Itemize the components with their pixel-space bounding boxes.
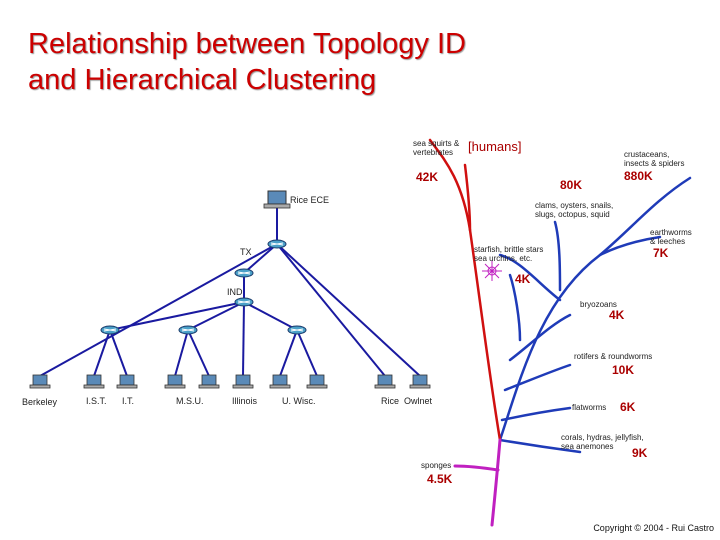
leaf-label-uwisc: U. Wisc. — [282, 396, 316, 406]
copyright: Copyright © 2004 - Rui Castro — [593, 523, 714, 533]
flatworms-label: flatworms — [572, 403, 607, 412]
network-links — [39, 207, 421, 377]
mid-count: 80K — [560, 178, 583, 192]
leaf-label-rice: Rice — [381, 396, 400, 406]
leaf-computer-icons — [29, 374, 431, 389]
computer-icon — [83, 374, 105, 389]
clams-line-2: slugs, octopus, squid — [535, 210, 610, 219]
computer-icon — [269, 374, 291, 389]
computer-icon — [374, 374, 396, 389]
vertebrates-line-1: sea squirts & — [413, 139, 460, 148]
corals-line-1: corals, hydras, jellyfish, — [561, 433, 644, 442]
leaf-label-illinois: Illinois — [232, 396, 258, 406]
vertebrates-label: sea squirts & vertebrates — [413, 139, 459, 157]
node-ind-label: IND — [227, 287, 243, 297]
crustaceans-line-2: insects & spiders — [624, 159, 685, 168]
crustaceans-label: crustaceans, insects & spiders — [624, 150, 684, 168]
slide-title: Relationship between Topology ID and Hie… — [28, 26, 466, 98]
leaf-label-owlnet: Owlnet — [404, 396, 433, 406]
router-icon — [287, 325, 307, 335]
router-icon — [267, 239, 287, 249]
tree-magenta-branch — [453, 438, 502, 527]
tree-blue-branches — [498, 176, 692, 454]
leaf-label-ist: I.S.T. — [86, 396, 107, 406]
flatworms-count: 6K — [620, 400, 636, 414]
node-tx-label: TX — [240, 247, 252, 257]
router-icon — [234, 268, 254, 278]
computer-icon — [306, 374, 328, 389]
router-icons — [100, 239, 307, 335]
clams-line-1: clams, oysters, snails, — [535, 201, 614, 210]
sponges-label: sponges — [421, 461, 452, 470]
rotifers-count: 10K — [612, 363, 635, 377]
crustaceans-count: 880K — [624, 169, 653, 183]
corals-count: 9K — [632, 446, 648, 460]
earthworms-line-2: & leeches — [650, 237, 686, 246]
root-label: Rice ECE — [290, 195, 330, 205]
bryozoans-label: bryozoans — [580, 300, 617, 309]
router-icon — [100, 325, 120, 335]
root-computer-icon — [263, 190, 291, 209]
leaf-label-berkeley: Berkeley — [22, 397, 58, 407]
crustaceans-line-1: crustaceans, — [624, 150, 670, 159]
computer-icon — [116, 374, 138, 389]
computer-icon — [198, 374, 220, 389]
vertebrates-line-2: vertebrates — [413, 148, 454, 157]
corals-label: corals, hydras, jellyfish, sea anemones — [561, 433, 644, 451]
rotifers-label: rotifers & roundworms — [574, 352, 653, 361]
leaf-label-it: I.T. — [122, 396, 135, 406]
starfish-count: 4K — [515, 272, 531, 286]
tree-red-branch — [428, 138, 502, 442]
computer-icon — [409, 374, 431, 389]
earthworms-label: earthworms & leeches — [650, 228, 692, 246]
computer-icon — [29, 374, 51, 389]
earthworms-line-1: earthworms — [650, 228, 692, 237]
leaf-label-msu: M.S.U. — [176, 396, 204, 406]
starfish-icon — [482, 261, 502, 281]
clams-label: clams, oysters, snails, slugs, octopus, … — [535, 201, 613, 219]
vertebrates-count: 42K — [416, 170, 439, 184]
sponges-count: 4.5K — [427, 472, 453, 486]
router-icon — [234, 297, 254, 307]
bryozoans-count: 4K — [609, 308, 625, 322]
starfish-line-2: sea urchins, etc. — [474, 254, 533, 263]
title-line-2: and Hierarchical Clustering — [28, 64, 377, 96]
corals-line-2: sea anemones — [561, 442, 614, 451]
router-icon — [178, 325, 198, 335]
earthworms-count: 7K — [653, 246, 669, 260]
computer-icon — [164, 374, 186, 389]
computer-icon — [232, 374, 254, 389]
humans-label: [humans] — [468, 139, 522, 154]
starfish-line-1: starfish, brittle stars — [474, 245, 544, 254]
title-line-1: Relationship between Topology ID — [28, 28, 466, 60]
starfish-label: starfish, brittle stars sea urchins, etc… — [474, 245, 543, 263]
